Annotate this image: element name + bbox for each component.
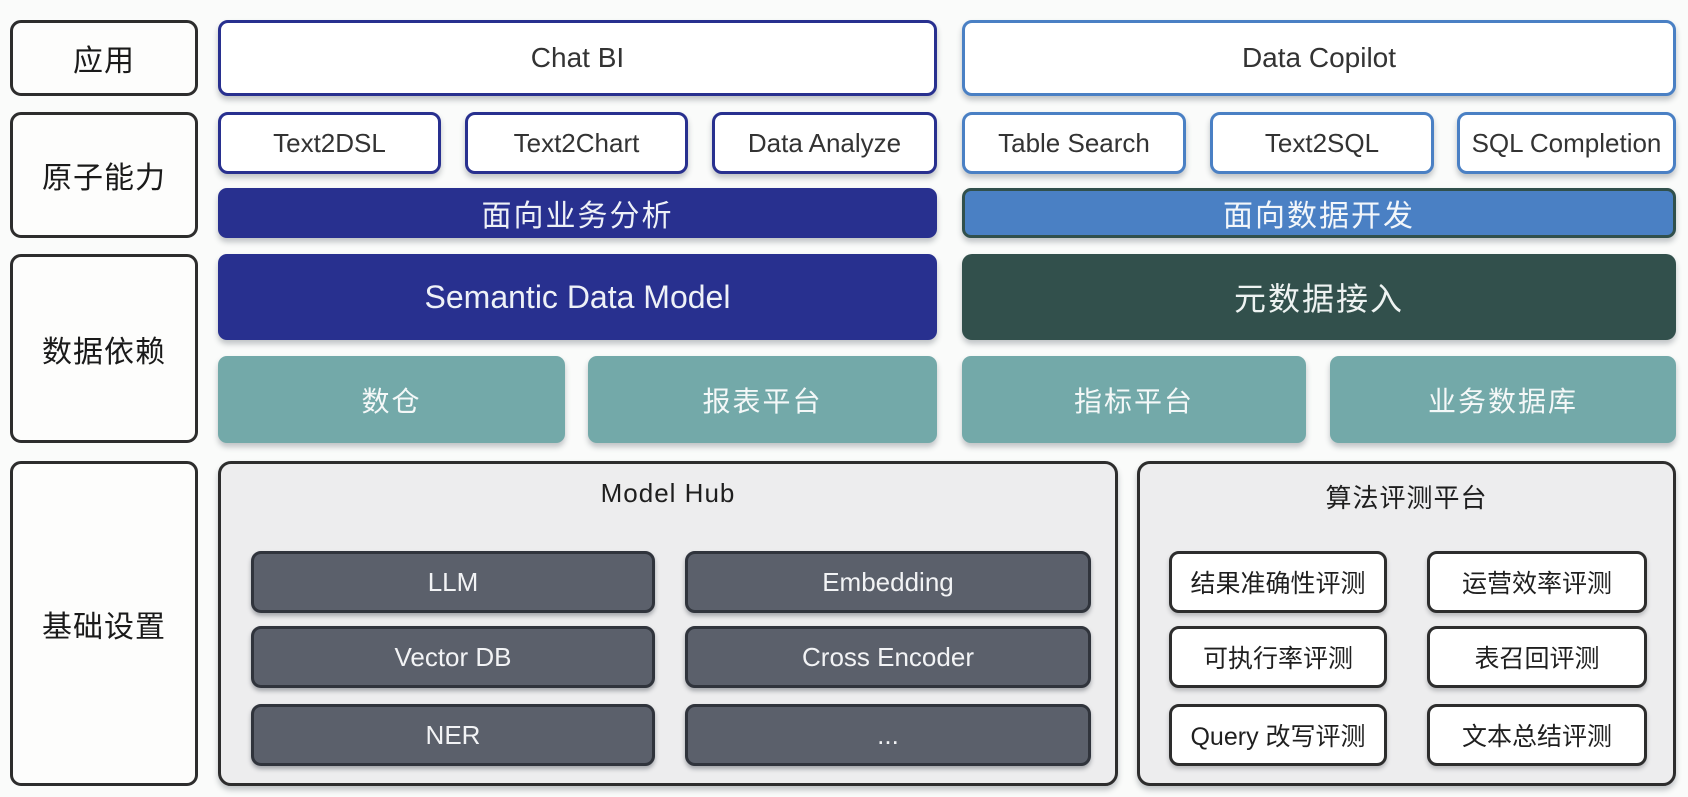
data-source-label: 指标平台 xyxy=(1073,385,1194,417)
model-hub-item-label: NER xyxy=(425,719,481,750)
app-box-label: Data Copilot xyxy=(1241,42,1397,73)
orientation-bar-business-analysis: 面向业务分析 xyxy=(218,188,937,238)
capability-label: Text2SQL xyxy=(1264,127,1380,158)
eval-box-label: 文本总结评测 xyxy=(1461,723,1612,751)
model-hub-item-ner: NER xyxy=(251,704,655,766)
eval-box-operation-efficiency: 运营效率评测 xyxy=(1427,551,1647,613)
data-source-label: 业务数据库 xyxy=(1427,385,1578,417)
eval-box-label: 表召回评测 xyxy=(1474,645,1600,673)
orientation-bar-data-development: 面向数据开发 xyxy=(962,188,1676,238)
capability-label: Text2DSL xyxy=(273,127,386,158)
panel-title: 算法评测平台 xyxy=(1325,483,1488,513)
model-hub-item-more: ... xyxy=(685,704,1091,766)
data-layer-metadata-access: 元数据接入 xyxy=(962,254,1676,340)
capability-box-text2sql: Text2SQL xyxy=(1210,112,1434,174)
app-box-chat-bi: Chat BI xyxy=(218,20,937,96)
data-layer-label: 元数据接入 xyxy=(1233,281,1404,317)
app-box-data-copilot: Data Copilot xyxy=(962,20,1676,96)
model-hub-item-label: Cross Encoder xyxy=(802,641,974,672)
row-label-infrastructure: 基础设置 xyxy=(10,461,198,786)
data-source-label: 数仓 xyxy=(361,385,422,417)
row-label-data-dependency: 数据依赖 xyxy=(10,254,198,443)
eval-box-query-rewrite: Query 改写评测 xyxy=(1169,704,1387,766)
row-label-text: 数据依赖 xyxy=(42,335,166,369)
row-label-text: 基础设置 xyxy=(42,610,166,644)
panel-model-hub: Model Hub LLM Embedding Vector DB Cross … xyxy=(218,461,1118,786)
model-hub-item-cross-encoder: Cross Encoder xyxy=(685,626,1091,688)
row-label-atomic-capability: 原子能力 xyxy=(10,112,198,238)
capability-label: Data Analyze xyxy=(747,127,902,158)
data-source-business-database: 业务数据库 xyxy=(1330,356,1676,443)
data-source-metric-platform: 指标平台 xyxy=(962,356,1306,443)
capability-box-text2dsl: Text2DSL xyxy=(218,112,441,174)
orientation-label: 面向业务分析 xyxy=(481,200,674,233)
row-label-text: 原子能力 xyxy=(42,162,166,195)
model-hub-item-label: ... xyxy=(877,719,899,750)
capability-box-data-analyze: Data Analyze xyxy=(712,112,937,174)
data-source-label: 报表平台 xyxy=(702,385,823,417)
eval-box-executability: 可执行率评测 xyxy=(1169,626,1387,688)
capability-label: Text2Chart xyxy=(513,127,640,158)
capability-label: Table Search xyxy=(998,127,1150,158)
eval-box-text-summary: 文本总结评测 xyxy=(1427,704,1647,766)
eval-box-table-recall: 表召回评测 xyxy=(1427,626,1647,688)
model-hub-item-label: Vector DB xyxy=(394,641,512,672)
eval-box-result-accuracy: 结果准确性评测 xyxy=(1169,551,1387,613)
eval-box-label: 可执行率评测 xyxy=(1202,645,1353,673)
data-source-data-warehouse: 数仓 xyxy=(218,356,565,443)
orientation-label: 面向数据开发 xyxy=(1223,200,1415,233)
app-box-label: Chat BI xyxy=(530,42,625,73)
capability-box-table-search: Table Search xyxy=(962,112,1186,174)
model-hub-item-llm: LLM xyxy=(251,551,655,613)
panel-evaluation-platform: 算法评测平台 结果准确性评测 运营效率评测 可执行率评测 表召回评测 Query… xyxy=(1137,461,1676,786)
row-label-text: 应用 xyxy=(73,45,135,78)
row-label-application: 应用 xyxy=(10,20,198,96)
eval-box-label: Query 改写评测 xyxy=(1190,723,1366,751)
model-hub-item-label: LLM xyxy=(427,566,479,597)
model-hub-item-label: Embedding xyxy=(822,566,954,597)
capability-box-sql-completion: SQL Completion xyxy=(1457,112,1676,174)
data-source-report-platform: 报表平台 xyxy=(588,356,937,443)
data-layer-label: Semantic Data Model xyxy=(424,278,731,315)
eval-box-label: 运营效率评测 xyxy=(1461,570,1612,598)
eval-box-label: 结果准确性评测 xyxy=(1190,570,1366,598)
capability-label: SQL Completion xyxy=(1471,127,1662,158)
model-hub-item-vector-db: Vector DB xyxy=(251,626,655,688)
capability-box-text2chart: Text2Chart xyxy=(465,112,688,174)
model-hub-item-embedding: Embedding xyxy=(685,551,1091,613)
panel-title: Model Hub xyxy=(600,478,736,508)
data-layer-semantic-model: Semantic Data Model xyxy=(218,254,937,340)
